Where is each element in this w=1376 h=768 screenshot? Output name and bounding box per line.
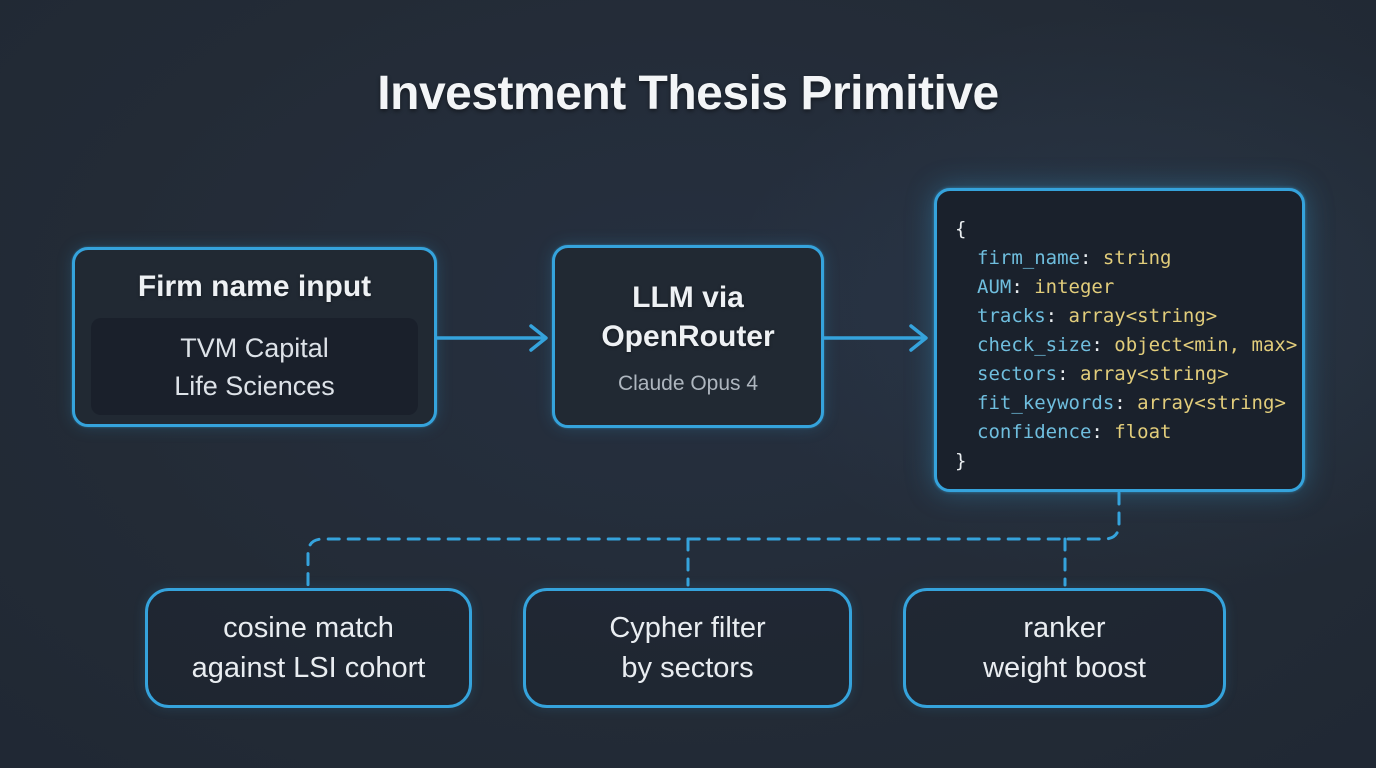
schema-field-row: firm_name: string	[937, 244, 1302, 273]
firm-input-value-line1: TVM Capital	[180, 332, 329, 363]
schema-field-type: array<string>	[1068, 305, 1218, 327]
llm-heading-line1: LLM via	[632, 280, 744, 314]
arrow-firm-to-llm	[435, 324, 548, 352]
colon: :	[1057, 363, 1080, 385]
schema-field-row: tracks: array<string>	[937, 302, 1302, 331]
firm-input-node: Firm name input TVM Capital Life Science…	[72, 247, 437, 427]
firm-input-heading: Firm name input	[137, 270, 372, 303]
llm-heading: LLM via OpenRouter	[601, 278, 774, 356]
schema-field-key: sectors	[977, 363, 1058, 385]
llm-node: LLM via OpenRouter Claude Opus 4	[552, 245, 824, 428]
llm-model-subtitle: Claude Opus 4	[617, 371, 759, 395]
schema-field-key: fit_keywords	[977, 392, 1115, 414]
schema-field-type: object<min, max>	[1114, 334, 1298, 356]
schema-field-type: array<string>	[1079, 363, 1229, 385]
downstream-node-cosine-match: cosine match against LSI cohort	[145, 588, 472, 708]
downstream-label-line2: against LSI cohort	[191, 652, 426, 684]
schema-open-brace: {	[955, 218, 967, 240]
schema-field-key: tracks	[977, 305, 1046, 327]
downstream-label-line1: Cypher filter	[609, 612, 766, 644]
downstream-label-line1: cosine match	[223, 612, 394, 644]
schema-field-row: fit_keywords: array<string>	[937, 389, 1302, 418]
firm-input-value-box: TVM Capital Life Sciences	[91, 318, 418, 415]
schema-field-key: confidence	[977, 421, 1092, 443]
schema-field-type: integer	[1034, 276, 1115, 298]
schema-field-type: float	[1114, 421, 1172, 443]
colon: :	[1079, 247, 1103, 269]
schema-field-row: confidence: float	[937, 418, 1302, 447]
arrow-llm-to-schema	[822, 324, 928, 352]
llm-heading-line2: OpenRouter	[601, 319, 775, 353]
firm-input-value-line2: Life Sciences	[174, 370, 335, 401]
schema-field-key: check_size	[977, 334, 1092, 356]
downstream-label-line2: weight boost	[983, 652, 1146, 684]
schema-field-row: AUM: integer	[937, 273, 1302, 302]
colon: :	[1091, 421, 1115, 443]
diagram-title: Investment Thesis Primitive	[377, 67, 999, 120]
schema-field-row: check_size: object<min, max>	[937, 331, 1302, 360]
schema-close-brace: }	[955, 450, 967, 472]
colon: :	[1114, 392, 1138, 414]
colon: :	[1011, 276, 1035, 298]
colon: :	[1045, 305, 1069, 327]
downstream-label-line2: by sectors	[621, 652, 754, 684]
downstream-label-line1: ranker	[1023, 612, 1106, 644]
schema-field-key: AUM	[977, 276, 1012, 298]
schema-field-type: string	[1102, 247, 1172, 269]
schema-field-key: firm_name	[977, 247, 1080, 269]
downstream-node-cypher-filter: Cypher filter by sectors	[523, 588, 852, 708]
schema-code: { firm_name: string AUM: integer tracks:…	[937, 191, 1302, 476]
colon: :	[1091, 334, 1115, 356]
schema-field-type: array<string>	[1137, 392, 1286, 414]
dashed-connector-trunk	[306, 491, 1121, 587]
schema-field-row: sectors: array<string>	[937, 360, 1302, 389]
downstream-node-ranker-boost: ranker weight boost	[903, 588, 1226, 708]
schema-node: { firm_name: string AUM: integer tracks:…	[934, 188, 1305, 492]
